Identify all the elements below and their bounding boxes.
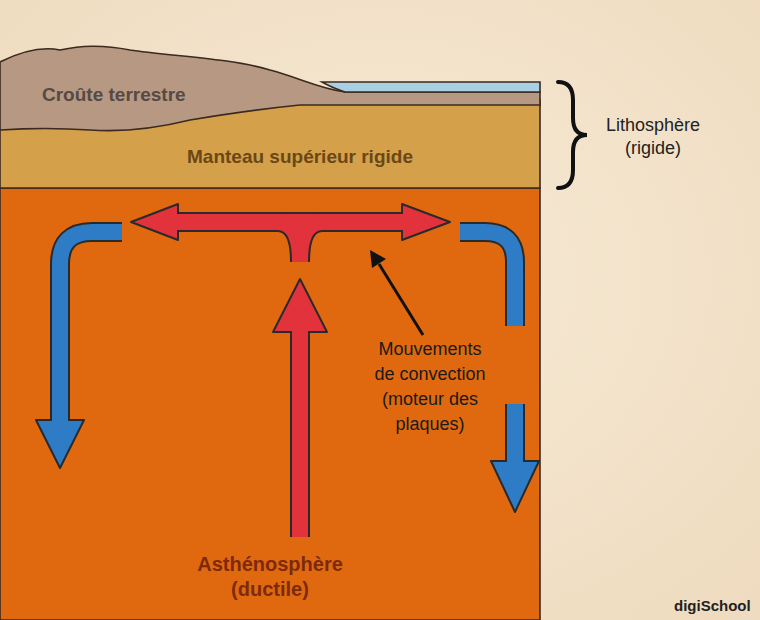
- arrow-head: [131, 204, 178, 240]
- lithosphere-brace: [558, 82, 587, 188]
- rising-arrow: [292, 328, 308, 537]
- bracket-label: Lithosphère (rigide): [592, 114, 714, 160]
- arrow-head: [273, 279, 327, 332]
- band-label: Asthénosphère (ductile): [180, 552, 360, 602]
- sinking-arrow: [507, 404, 523, 463]
- band-label: Manteau supérieur rigide: [150, 146, 450, 168]
- sinking-arrow: [60, 232, 122, 422]
- arrow-head: [491, 461, 539, 512]
- sinking-arrow: [460, 232, 515, 326]
- spreading-junction-outline: [278, 222, 322, 262]
- asthenosphere-shape: [0, 188, 540, 620]
- ocean-shape: [322, 82, 540, 92]
- spreading-junction: [278, 222, 322, 262]
- watermark: digiSchool: [674, 597, 760, 615]
- arrow-head: [36, 420, 84, 468]
- callout-arrowhead: [370, 250, 386, 268]
- spreading-arrow-outline: [176, 212, 404, 232]
- rising-arrow-outline: [290, 328, 310, 537]
- sinking-arrow-outline: [505, 404, 525, 463]
- callout-label: Mouvements de convection (moteur des pla…: [368, 337, 492, 437]
- band-label: Croûte terrestre: [42, 84, 262, 106]
- callout-leader: [379, 264, 423, 335]
- spreading-arrow: [176, 214, 404, 230]
- arrow-head: [402, 204, 450, 240]
- sinking-arrow-outline: [60, 232, 122, 422]
- sinking-arrow-outline: [460, 232, 515, 326]
- crust-band: Croûte terrestre: [0, 40, 540, 140]
- mantle-shape: [0, 100, 540, 188]
